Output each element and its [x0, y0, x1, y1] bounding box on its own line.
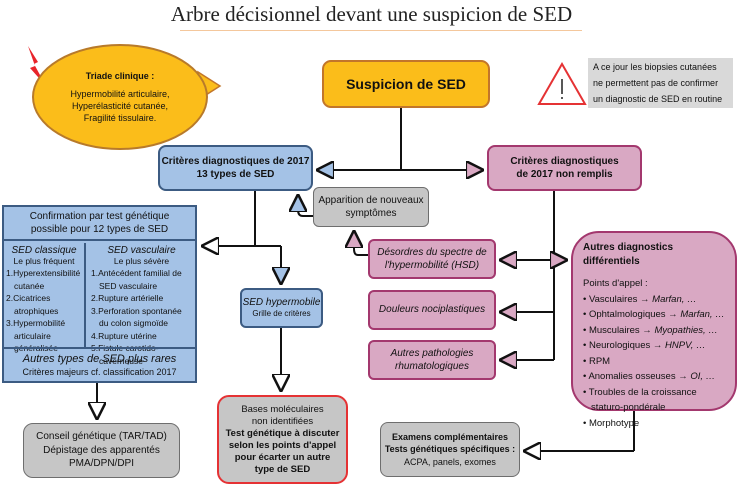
new-symptoms-node: Apparition de nouveaux symptômes — [313, 187, 429, 227]
differential-example: Marfan, … — [652, 293, 697, 305]
differential-intro: Points d'appel : — [583, 278, 648, 289]
molecular-bold-line: type de SED — [254, 463, 311, 475]
classic-criterion: 1.Hyperextensibilité cutanée — [6, 268, 81, 291]
hypermobile-title: SED hypermobile — [242, 296, 321, 308]
warning-line: ne permettent pas de confirmer — [593, 78, 719, 88]
hsd-line: l'hypermobilité (HSD) — [384, 260, 480, 271]
nociplastic-label: Douleurs nociplastiques — [378, 304, 486, 316]
molecular-basis-node: Bases moléculaires non identifiées Test … — [217, 395, 348, 484]
exams-line: ACPA, panels, exomes — [404, 456, 496, 467]
triad-line: Hyperélasticité cutanée, — [71, 101, 169, 111]
differential-item: • Vasculaires → Marfan, … — [583, 293, 697, 305]
exams-bold-line: Tests génétiques spécifiques : — [384, 444, 516, 455]
genetic-confirmation-heading: Confirmation par test génétique possible… — [4, 207, 195, 241]
differential-item: • Neurologiques → HNPV, … — [583, 340, 706, 351]
differential-example: HNPV, … — [665, 340, 706, 351]
lightning-bolt-icon — [28, 46, 46, 86]
triad-heading: Triade clinique : — [85, 70, 155, 81]
differential-title: Autres diagnostics différentiels — [583, 242, 674, 267]
differential-item: • Morphotype — [583, 417, 640, 429]
hsd-line: Désordres du spectre de — [377, 246, 487, 258]
molecular-line: non identifiées — [251, 415, 314, 427]
rare-subtitle: Critères majeurs cf. classification 2017 — [22, 367, 177, 378]
title-underline — [180, 30, 582, 31]
new-symptoms-line: symptômes — [345, 208, 397, 219]
molecular-bold-line: selon les points d'appel — [228, 439, 337, 451]
rheumato-line: Autres pathologies — [390, 347, 474, 359]
differential-example: Marfan, … — [680, 309, 725, 320]
rheumato-line: rhumatologiques — [395, 361, 469, 372]
genetic-counsel-node: Conseil génétique (TAR/TAD) Dépistage de… — [23, 423, 180, 478]
connector — [298, 196, 313, 217]
counsel-line: Conseil génétique (TAR/TAD) — [36, 431, 167, 443]
differential-item: • Anomalies osseuses → OI, … — [583, 371, 716, 382]
differential-example: Myopathies, … — [654, 324, 718, 336]
exams-bold-line: Examens complémentaires — [391, 432, 509, 443]
vascular-criterion: 3.Perforation spontanée du colon sigmoïd… — [91, 305, 182, 329]
differential-item: • RPM — [583, 355, 611, 367]
criteria-met-line: Critères diagnostiques de 2017 — [161, 155, 310, 167]
hypermobile-subtitle: Grille de critères — [252, 309, 311, 319]
vascular-criterion: 1.Antécédent familial de SED vasculaire — [91, 268, 182, 291]
connector — [354, 232, 368, 256]
page-title: Arbre décisionnel devant une suspicion d… — [170, 2, 573, 26]
criteria-not-met-line: Critères diagnostiques — [510, 155, 619, 167]
classic-eds-column: SED classique Le plus fréquent 1.Hyperex… — [4, 243, 86, 353]
hypermobile-eds-node: SED hypermobile Grille de critères — [240, 288, 323, 328]
warning-line: A ce jour les biopsies cutanées — [593, 62, 717, 72]
differential-list: • Vasculaires → Marfan, … • Ophtalmologiq… — [583, 292, 725, 432]
molecular-line: Bases moléculaires — [241, 403, 324, 415]
vascular-subtitle: Le plus sévère — [113, 256, 170, 266]
vascular-title: SED vasculaire — [107, 245, 176, 256]
classic-subtitle: Le plus fréquent — [13, 256, 75, 266]
complementary-exams-node: Examens complémentaires Tests génétiques… — [380, 422, 520, 477]
criteria-not-met-node: Critères diagnostiques de 2017 non rempl… — [487, 145, 642, 191]
clinical-triad-node: Triade clinique : Hypermobilité articula… — [32, 44, 208, 150]
counsel-line: Dépistage des apparentés — [43, 444, 160, 456]
counsel-line: PMA/DPN/DPI — [68, 458, 134, 470]
classic-title: SED classique — [11, 245, 77, 256]
genetic-confirmation-panel: Confirmation par test génétique possible… — [2, 205, 197, 383]
triad-line: Fragilité tissulaire. — [83, 113, 157, 124]
heading-line: possible pour 12 types de SED — [30, 224, 169, 235]
rare-title: Autres types de SED plus rares — [22, 352, 177, 365]
differential-item: • Musculaires → Myopathies, … — [583, 324, 718, 336]
suspicion-label: Suspicion de SED — [346, 75, 466, 92]
nociplastic-pain-node: Douleurs nociplastiques — [368, 290, 496, 330]
differential-item: • Troubles de la croissance staturo-pond… — [583, 386, 697, 414]
molecular-bold-line: Test génétique à discuter — [225, 427, 340, 439]
differential-example: OI, … — [690, 371, 716, 382]
molecular-bold-line: pour écarter un autre — [234, 451, 331, 463]
new-symptoms-line: Apparition de nouveaux — [318, 194, 424, 206]
warning-note: A ce jour les biopsies cutanées ne perme… — [588, 58, 733, 108]
criteria-met-line: 13 types de SED — [196, 169, 275, 180]
criteria-met-node: Critères diagnostiques de 2017 13 types … — [158, 145, 313, 191]
vascular-criterion: 2.Rupture artérielle — [91, 293, 164, 303]
differential-item: • Ophtalmologiques → Marfan, … — [583, 309, 725, 320]
suspicion-node: Suspicion de SED — [322, 60, 490, 108]
rare-eds-section: Autres types de SED plus rares Critères … — [4, 347, 195, 381]
criteria-not-met-line: de 2017 non remplis — [516, 169, 613, 180]
warning-line: un diagnostic de SED en routine — [593, 94, 723, 104]
triad-line: Hypermobilité articulaire, — [70, 88, 170, 99]
hsd-node: Désordres du spectre de l'hypermobilité … — [368, 239, 496, 279]
differential-diagnoses-node: Autres diagnostics différentiels Points … — [571, 231, 737, 429]
rheumatologic-node: Autres pathologies rhumatologiques — [368, 340, 496, 380]
vascular-criterion: 4.Rupture utérine — [91, 330, 157, 341]
classic-criterion: 2.Cicatrices atrophiques — [6, 293, 59, 316]
warning-triangle-icon — [537, 61, 587, 105]
heading-line: Confirmation par test génétique — [29, 210, 170, 222]
vascular-eds-column: SED vasculaire Le plus sévère 1.Antécéde… — [88, 243, 195, 366]
